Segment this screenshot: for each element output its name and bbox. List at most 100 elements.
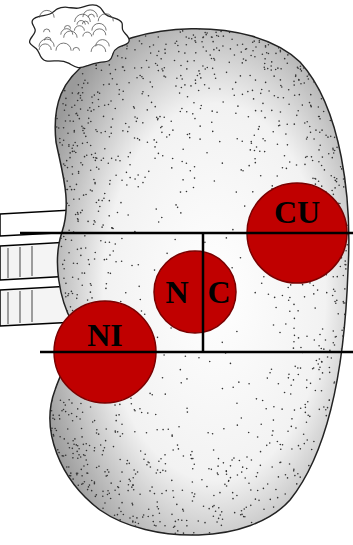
stipple-dot (104, 520, 106, 522)
stipple-dot (219, 88, 221, 90)
stipple-dot (88, 264, 90, 266)
stipple-dot (84, 501, 86, 503)
stipple-dot (328, 59, 330, 61)
stipple-dot (112, 118, 114, 120)
stipple-dot (268, 293, 270, 295)
stipple-dot (71, 402, 73, 404)
stipple-dot (338, 465, 340, 467)
stipple-dot (208, 538, 210, 540)
stipple-dot (268, 536, 270, 538)
stipple-dot (154, 269, 156, 271)
stipple-dot (158, 36, 160, 38)
stipple-dot (349, 279, 351, 281)
stipple-dot (321, 185, 323, 187)
stipple-dot (72, 293, 74, 295)
stipple-dot (64, 529, 66, 531)
stipple-dot (40, 404, 42, 406)
stipple-dot (321, 33, 323, 35)
stipple-dot (187, 411, 189, 413)
stipple-dot (183, 455, 185, 457)
stipple-dot (315, 390, 317, 392)
stipple-dot (50, 91, 52, 93)
stipple-dot (85, 505, 87, 507)
stipple-dot (51, 523, 53, 525)
stipple-dot (345, 264, 347, 266)
stipple-dot (294, 475, 296, 477)
stipple-dot (104, 193, 106, 195)
stipple-dot (289, 297, 291, 299)
stipple-dot (159, 521, 161, 523)
stipple-dot (334, 344, 336, 346)
stipple-dot (99, 92, 101, 94)
stipple-dot (200, 537, 202, 539)
stipple-dot (148, 171, 150, 173)
stipple-dot (342, 301, 344, 303)
stipple-dot (192, 534, 194, 536)
stipple-dot (191, 458, 193, 460)
stipple-dot (351, 489, 353, 491)
stipple-dot (48, 82, 50, 84)
stipple-dot (134, 49, 136, 51)
stipple-dot (326, 292, 328, 294)
stipple-dot (100, 525, 102, 527)
stipple-dot (308, 74, 310, 76)
stipple-dot (132, 477, 134, 479)
stipple-dot (75, 152, 77, 154)
stipple-dot (177, 444, 179, 446)
stipple-dot (182, 148, 184, 150)
stipple-dot (327, 43, 329, 45)
stipple-dot (64, 260, 66, 262)
stipple-dot (185, 356, 187, 358)
stipple-dot (319, 24, 321, 26)
stipple-dot (54, 371, 56, 373)
stipple-dot (80, 456, 82, 458)
stipple-dot (154, 540, 156, 542)
stipple-dot (283, 522, 285, 524)
stipple-dot (207, 67, 209, 69)
stipple-dot (311, 35, 313, 37)
stipple-dot (69, 75, 71, 77)
stipple-dot (59, 203, 61, 205)
stipple-dot (108, 215, 110, 217)
stipple-dot (181, 539, 183, 541)
stipple-dot (294, 318, 296, 320)
stipple-dot (332, 295, 334, 297)
stipple-dot (162, 429, 164, 431)
stipple-dot (63, 438, 65, 440)
stipple-dot (113, 521, 115, 523)
stipple-dot (61, 181, 63, 183)
stipple-dot (302, 39, 304, 41)
stipple-dot (313, 62, 315, 64)
stipple-dot (216, 521, 218, 523)
stipple-dot (127, 460, 129, 462)
stipple-dot (77, 100, 79, 102)
stipple-dot (349, 337, 351, 339)
stipple-dot (262, 103, 264, 105)
stipple-dot (77, 213, 79, 215)
stipple-dot (264, 539, 266, 541)
stipple-dot (325, 31, 327, 33)
stipple-dot (241, 540, 243, 542)
stipple-dot (345, 250, 347, 252)
stipple-dot (228, 481, 230, 483)
stipple-dot (105, 440, 107, 442)
stipple-dot (338, 496, 340, 498)
stipple-dot (347, 480, 349, 482)
stipple-dot (308, 465, 310, 467)
stipple-dot (277, 441, 279, 443)
stipple-dot (279, 518, 281, 520)
stipple-dot (92, 102, 94, 104)
stipple-dot (76, 298, 78, 300)
stipple-dot (129, 517, 131, 519)
stipple-dot (58, 452, 60, 454)
stipple-dot (88, 509, 90, 511)
stipple-dot (310, 29, 312, 31)
stipple-dot (346, 143, 348, 145)
stipple-dot (111, 529, 113, 531)
stipple-dot (327, 407, 329, 409)
stipple-dot (346, 534, 348, 536)
stipple-dot (67, 75, 69, 77)
stipple-dot (303, 82, 305, 84)
stipple-dot (57, 181, 59, 183)
stipple-dot (48, 531, 50, 533)
